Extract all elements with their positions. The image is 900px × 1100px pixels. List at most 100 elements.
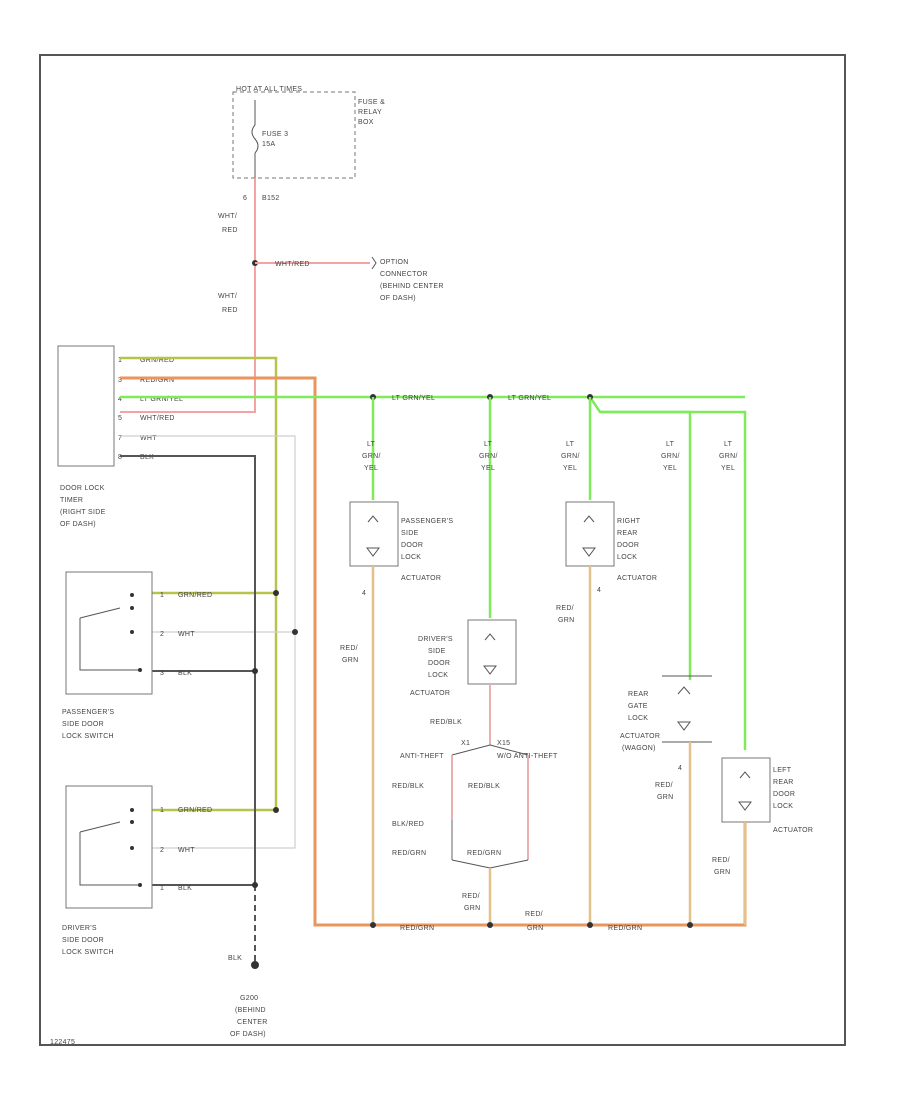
pass-switch-wire-1: GRN/RED [178, 592, 212, 599]
pass-actuator-motor-icon [366, 515, 380, 557]
gate-actuator-label: REAR GATE LOCK ACTUATOR (WAGON) [620, 691, 663, 752]
antitheft-branch [451, 744, 529, 756]
svg-text:WHT: WHT [140, 435, 157, 442]
svg-text:5: 5 [118, 415, 122, 422]
drv-switch-symbol [79, 808, 142, 887]
pass-actuator-label: PASSENGER'S SIDE DOOR LOCK ACTUATOR [401, 518, 456, 582]
antitheft-join-label: RED/ GRN [462, 893, 482, 912]
svg-text:7: 7 [118, 435, 122, 442]
drv-switch-wire-1: GRN/RED [178, 807, 212, 814]
svg-text:LT GRN/YEL: LT GRN/YEL [140, 396, 183, 403]
lr-actuator-motor-icon [738, 771, 752, 811]
drv-switch-pin-1: 1 [160, 807, 164, 814]
wire-lt-grn-yel-bus [120, 395, 747, 750]
fuse-box-outline [232, 91, 356, 179]
svg-text:GRN/RED: GRN/RED [140, 357, 174, 364]
pass-switch-wire-3: BLK [178, 670, 192, 677]
pass-switch-label: PASSENGER'S SIDE DOOR LOCK SWITCH [62, 709, 117, 740]
wire-grn-red [120, 356, 278, 812]
drv-actuator-label: DRIVER'S SIDE DOOR LOCK ACTUATOR [410, 636, 455, 697]
drv-switch-box [65, 785, 153, 909]
drv-actuator-box [467, 619, 517, 685]
gate-act-bottom-wire: RED/ GRN [655, 782, 675, 801]
antitheft-left-label: ANTI-THEFT [400, 753, 444, 760]
wire-wht-red-main [120, 178, 256, 413]
wire-blk [120, 455, 256, 885]
pass-switch-pin-1: 1 [160, 592, 164, 599]
wire-label-lt-grn-yel-1: LT GRN/YEL [392, 395, 435, 402]
pass-act-bottom-wire: RED/ GRN [340, 645, 360, 664]
wire-label-wht-red-1: WHT/ RED [218, 213, 239, 234]
splice-blk-2 [252, 882, 258, 888]
door-lock-timer-box [57, 345, 115, 467]
lr-actuator-label: LEFT REAR DOOR LOCK ACTUATOR [773, 767, 813, 834]
corner-code: 122475 [50, 1039, 75, 1046]
wire-label-red-grn-bottom-1: RED/GRN [400, 925, 434, 932]
wire-label-lt-grn-yel-2: LT GRN/YEL [508, 395, 551, 402]
pass-switch-pin-2: 2 [160, 631, 164, 638]
diagram-frame [39, 54, 846, 1046]
power-pin-label: 6 [243, 195, 247, 202]
svg-text:RED/GRN: RED/GRN [140, 377, 174, 384]
splice-blk-1 [252, 668, 258, 674]
drv-switch-wire-3: BLK [178, 885, 192, 892]
antitheft-redgrn-l: RED/GRN [392, 850, 426, 857]
pass-switch-symbol [79, 593, 142, 672]
fuse-relay-box-label: FUSE & RELAY BOX [358, 99, 387, 126]
antitheft-redblk-l: RED/BLK [392, 783, 424, 790]
svg-text:8: 8 [118, 454, 122, 461]
svg-text:4: 4 [118, 396, 122, 403]
gate-actuator-symbol [662, 675, 712, 743]
ground-label: G200 (BEHIND CENTER OF DASH) [230, 995, 270, 1038]
svg-text:1: 1 [118, 357, 122, 364]
drv-switch-pin-3: 1 [160, 885, 164, 892]
door-lock-timer-label: DOOR LOCK TIMER (RIGHT SIDE OF DASH) [60, 485, 108, 528]
hot-at-all-times-label: HOT AT ALL TIMES [236, 86, 302, 93]
rr-actuator-box [565, 501, 615, 567]
wire-label-red-grn-bottom-2: RED/ GRN [525, 911, 545, 932]
splice-grnred-1 [273, 590, 279, 596]
drv-switch-pin-2: 2 [160, 847, 164, 854]
pass-act-top-wire: LT GRN/ YEL [362, 441, 383, 472]
splice-bus-4 [687, 922, 693, 928]
fuse-label: FUSE 3 [262, 131, 288, 138]
wire-label-wht-red-2: WHT/ RED [218, 293, 239, 314]
lr-actuator-box [721, 757, 771, 823]
antitheft-redgrn-r: RED/GRN [467, 850, 501, 857]
gate-act-top-wire: LT GRN/ YEL [661, 441, 682, 472]
option-connector-label: OPTION CONNECTOR (BEHIND CENTER OF DASH) [380, 259, 446, 302]
pass-switch-pin-3: 3 [160, 670, 164, 677]
antitheft-pin-right: X15 [497, 740, 510, 747]
pass-switch-box [65, 571, 153, 695]
power-connector-label: B152 [262, 195, 280, 202]
gate-act-pin-bottom: 4 [678, 765, 682, 772]
wire-label-blk: BLK [228, 955, 242, 962]
drv-act-top-wire: LT GRN/ YEL [479, 441, 500, 472]
lr-act-bottom-wire: RED/ GRN [712, 857, 732, 876]
wire-wht [120, 435, 296, 849]
drv-switch-label: DRIVER'S SIDE DOOR LOCK SWITCH [62, 925, 114, 956]
rr-act-pin-bottom: 4 [597, 587, 601, 594]
splice-grnred-2 [273, 807, 279, 813]
drv-act-bottom-wire: RED/BLK [430, 719, 462, 726]
rr-actuator-label: RIGHT REAR DOOR LOCK ACTUATOR [617, 518, 657, 582]
ground-node [251, 961, 259, 969]
drv-actuator-motor-icon [483, 633, 497, 675]
lr-act-top-wire: LT GRN/ YEL [719, 441, 740, 472]
wire-label-red-grn-bottom-3: RED/GRN [608, 925, 642, 932]
drv-switch-wire-2: WHT [178, 847, 195, 854]
splice-wht [292, 629, 298, 635]
antitheft-redblk-r: RED/BLK [468, 783, 500, 790]
splice-bus-1 [370, 922, 376, 928]
svg-text:BLK: BLK [140, 454, 154, 461]
antitheft-merge [451, 859, 529, 869]
svg-text:3: 3 [118, 377, 122, 384]
fuse-amp-label: 15A [262, 141, 275, 148]
fuse-symbol [251, 100, 259, 178]
splice-bus-2 [487, 922, 493, 928]
option-connector-symbol [371, 256, 377, 270]
svg-text:WHT/RED: WHT/RED [140, 415, 175, 422]
antitheft-pin-left: X1 [461, 740, 470, 747]
rr-act-top-wire: LT GRN/ YEL [561, 441, 582, 472]
